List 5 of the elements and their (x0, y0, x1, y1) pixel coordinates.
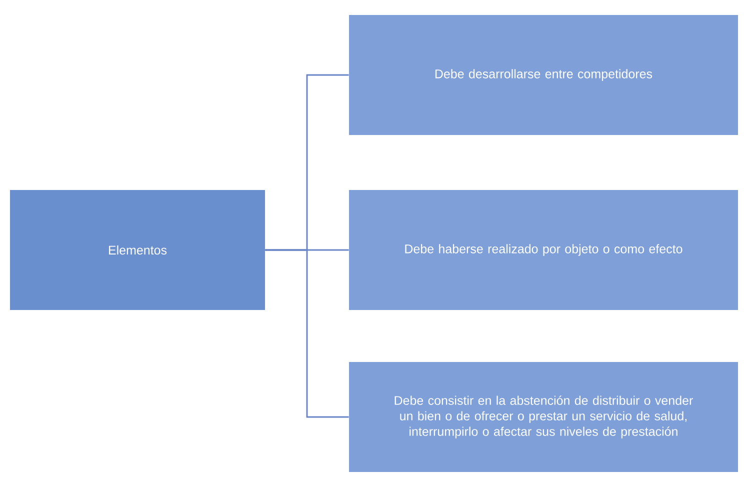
text-box: Debe consistir en la abstención de distribuir o vender un bien o de ofrecer o prestar un servicio de salud, interrumpirlo o afectar sus niveles de prestación (349, 362, 738, 472)
text-box: Debe desarrollarse entre competidores (349, 15, 738, 135)
category-box: Elementos (10, 190, 265, 310)
connector-line (265, 249, 349, 418)
text-box: Debe haberse realizado por objeto o como efecto (349, 190, 738, 310)
